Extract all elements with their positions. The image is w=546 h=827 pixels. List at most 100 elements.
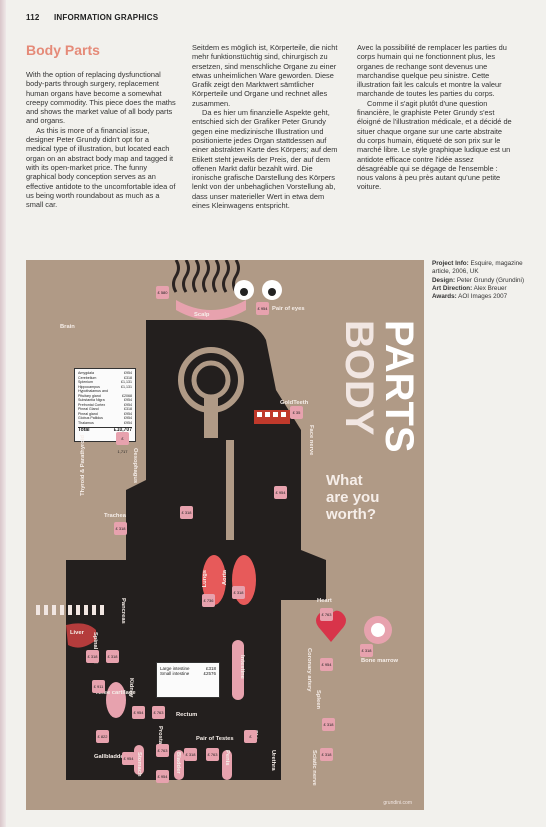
running-header: 112 INFORMATION GRAPHICS [26, 13, 158, 22]
article-title: Body Parts [26, 42, 100, 58]
poster-title-line2: PARTS [377, 320, 421, 453]
list-item: Pituitary gland£2068 [78, 393, 132, 398]
urethra-label: Urethra [270, 750, 276, 771]
page-number: 112 [26, 13, 40, 22]
eyes-label: Pair of eyes [272, 306, 305, 312]
list-item: Small intestine£2576 [160, 671, 216, 676]
price-tag: £ 763 [156, 744, 169, 757]
price-tag: £ 1,717 [116, 432, 129, 454]
price-tag: £ 318 [180, 506, 193, 519]
price-tag: £ 35 [290, 406, 303, 419]
list-item: Amygdala£954 [78, 371, 132, 375]
spinal-cord-label: Spinal cord [92, 632, 98, 664]
liver-label: Liver [70, 630, 84, 636]
price-tag: £ 736 [202, 594, 215, 607]
credit-label: Awards: [432, 293, 457, 301]
stomach-label: Stomach [136, 752, 142, 777]
credit-label: Art Direction: [432, 284, 473, 292]
english-column: With the option of replacing dysfunction… [26, 70, 176, 209]
list-item: Pineal Gland£318 [78, 407, 132, 411]
intestine-price-box: Large intestine£318 Small intestine£2576 [156, 662, 220, 698]
list-item: Substantia Nigra£954 [78, 398, 132, 402]
list-item: Hypothalamus and [78, 389, 108, 393]
english-paragraph: As this is more of a financial issue, de… [26, 125, 176, 210]
question-line: worth? [326, 506, 376, 523]
gallbladder-label: Gallbladder [94, 754, 126, 760]
scalp-label: Scalp [194, 312, 210, 318]
french-paragraph: Comme il s'agit plutôt d'une question fi… [357, 98, 512, 192]
price-tag: £ 318 [232, 586, 245, 599]
brain-total: Total£10,707 [78, 427, 132, 433]
french-column: Avec la possibilité de remplacer les par… [357, 43, 512, 192]
section-title: INFORMATION GRAPHICS [53, 13, 159, 22]
list-item: Thalamus£954 [78, 420, 132, 425]
credit-value: Esquire, magazine article, 2006, UK [432, 260, 523, 276]
credit-value: Alex Breuer [473, 284, 507, 292]
list-item: Prefrontal Cortex£954 [78, 402, 132, 407]
brain-label: Brain [60, 324, 75, 330]
lungs-label: Lungs [202, 570, 208, 588]
oesophagus-label: Oesophagus [132, 448, 138, 484]
heart-label: Heart [317, 598, 332, 604]
poster-question: What are you worth? [326, 472, 379, 523]
list-item: Large intestine£318 [160, 666, 216, 671]
credit-value: Peter Grundy (Grundini) [456, 276, 525, 284]
price-tag: £ 318 [320, 748, 333, 761]
question-line: are you [326, 489, 380, 506]
list-item: Hippocampus£1,131 [78, 384, 132, 389]
trachea-label: Trachea [104, 513, 126, 519]
price-tag: £ 954 [320, 658, 333, 671]
credit-value: AOI Images 2007 [458, 293, 508, 301]
brain-price-list: Amygdala£954 Cerebellum£318 Splenium£1,1… [74, 368, 136, 442]
spleen-label: Spleen [315, 690, 321, 710]
list-item: Pineal gland£954 [78, 411, 132, 416]
price-tag: £ 318 [360, 644, 373, 657]
price-tag: £ 911 [92, 680, 105, 693]
page-spine [0, 0, 6, 827]
coronary-artery-label: Coronary artery [306, 648, 312, 692]
price-tag: £ 1,526 [244, 730, 257, 752]
price-tag: £ 763 [152, 706, 165, 719]
price-tag: £ 954 [122, 752, 135, 765]
price-tag: £ 954 [132, 706, 145, 719]
prostate-label: Prostate [157, 726, 163, 750]
knee-cartilage-label: Knee cartilage [96, 690, 136, 696]
sciatic-nerve-label: Sciatic nerve [311, 750, 317, 786]
price-tag: £ 954 [156, 770, 169, 783]
project-credits: Project Info: Esquire, magazine article,… [432, 260, 532, 301]
price-tag: £ 580 [156, 286, 169, 299]
body-illustration [36, 260, 392, 780]
list-item: Splenium£1,131 [78, 380, 132, 384]
bladder-label: Bladder [175, 752, 181, 774]
french-paragraph: Avec la possibilité de remplacer les par… [357, 43, 507, 99]
german-paragraph: Da es hier um finanzielle Aspekte geht, … [192, 108, 338, 211]
price-tag: £ 954 [274, 486, 287, 499]
price-tag: £ 763 [320, 608, 333, 621]
price-tag: £ 954 [256, 302, 269, 315]
price-tag: £ 318 [86, 650, 99, 663]
pancreas-label: Pancreas [120, 598, 126, 624]
poster-footer: grundini.com [383, 800, 412, 806]
price-tag: £ 318 [106, 650, 119, 663]
penis-label: Penis [224, 750, 230, 766]
credit-label: Project Info: [432, 260, 469, 267]
german-paragraph: Seitdem es möglich ist, Körperteile, die… [192, 43, 338, 108]
intestine-label: Intestine [239, 655, 245, 679]
english-paragraph: With the option of replacing dysfunction… [26, 70, 176, 126]
price-tag: £ 822 [96, 730, 109, 743]
thyroid-label: Thyroid & Parathyroid [80, 435, 86, 496]
credit-label: Design: [432, 276, 456, 284]
list-item: Globus Pallidus£954 [78, 416, 132, 420]
price-tag: £ 318 [184, 748, 197, 761]
bone-marrow-label: Bone marrow [361, 658, 399, 664]
gold-teeth-label: GoldTeeth [280, 400, 309, 406]
german-column: Seitdem es möglich ist, Körperteile, die… [192, 43, 342, 210]
testes-label: Pair of Testes [196, 736, 234, 742]
price-tag: £ 318 [322, 718, 335, 731]
body-parts-poster: BODY PARTS What are you worth? Brain Amy… [26, 260, 424, 810]
list-item: Cerebellum£318 [78, 375, 132, 380]
rectum-label: Rectum [176, 712, 198, 718]
face-nerve-label: Face nerve [308, 425, 314, 456]
poster-title-line1: BODY [337, 320, 381, 436]
